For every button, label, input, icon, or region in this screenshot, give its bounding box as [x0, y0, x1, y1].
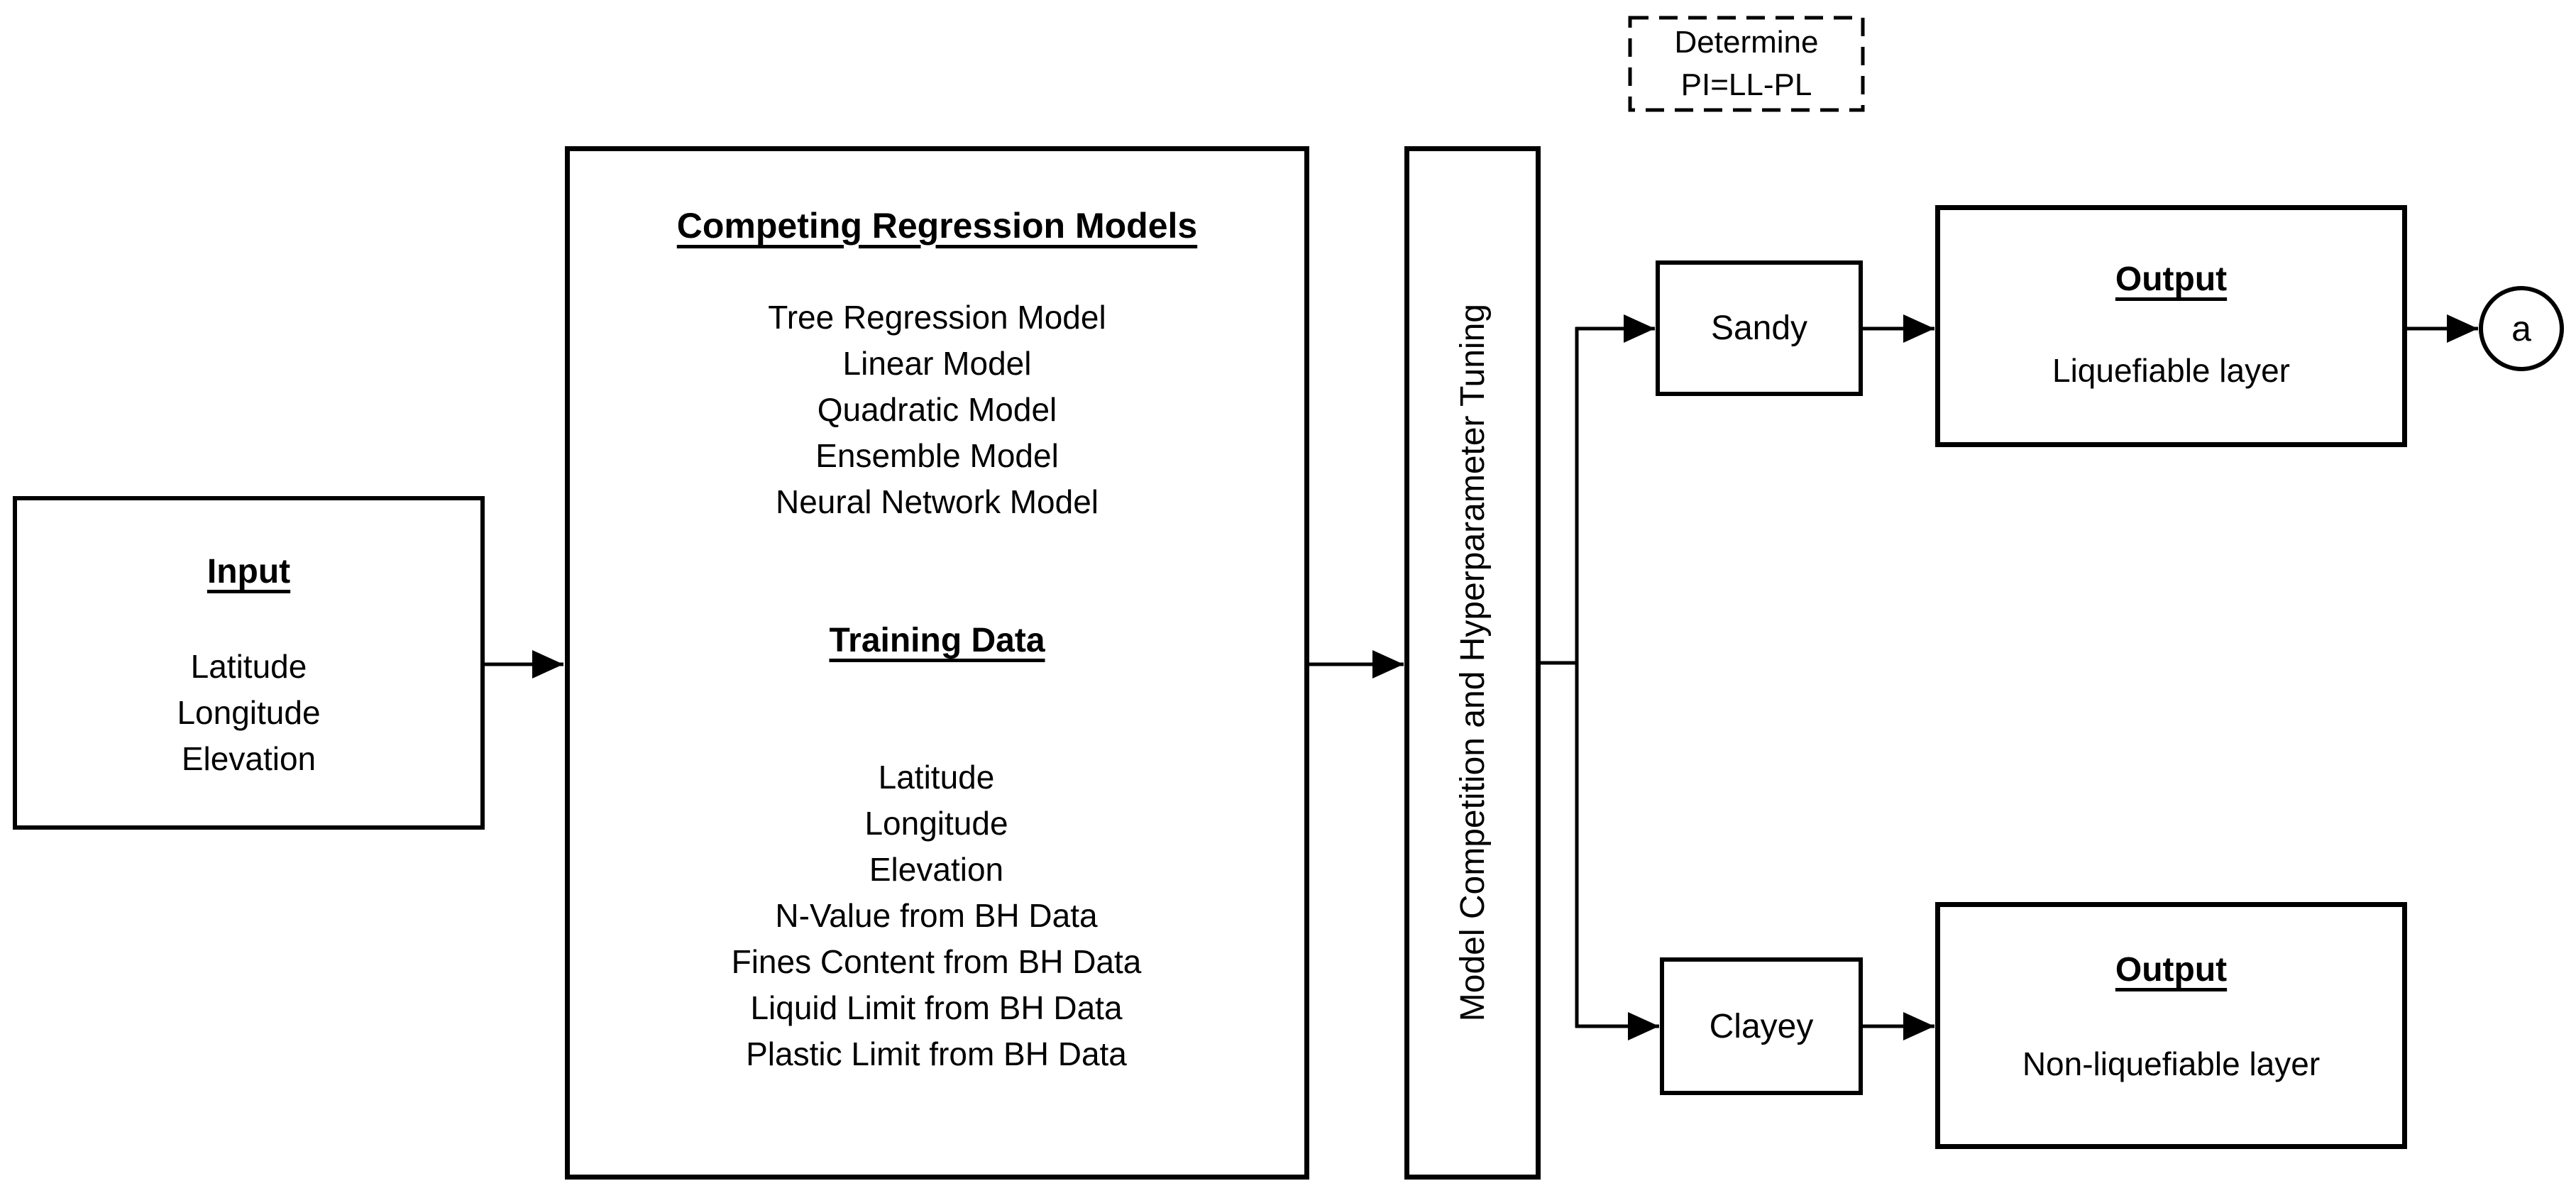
model-list: Tree Regression Model Linear Model Quadr…	[768, 295, 1106, 525]
connector-a-circle: a	[2479, 286, 2564, 371]
training-item-nvalue: N-Value from BH Data	[775, 897, 1098, 934]
input-box: Input Latitude Longitude Elevation	[13, 496, 485, 830]
model-item-neural: Neural Network Model	[775, 483, 1099, 520]
training-item-plastic-limit: Plastic Limit from BH Data	[746, 1035, 1127, 1072]
competing-models-box: Competing Regression Models Tree Regress…	[565, 146, 1309, 1180]
model-item-ensemble: Ensemble Model	[815, 437, 1059, 474]
training-item-latitude: Latitude	[878, 759, 995, 796]
determine-dashed-box	[1628, 16, 1865, 112]
determine-annotation: Determine PI=LL-PL	[1630, 18, 1863, 110]
competing-models-title: Competing Regression Models	[676, 206, 1198, 246]
sandy-box: Sandy	[1656, 260, 1863, 396]
output-liquefiable-title: Output	[2115, 260, 2228, 298]
determine-line1: Determine	[1674, 25, 1819, 60]
output-liquefiable-label: Liquefiable layer	[2052, 352, 2290, 389]
output-non-liquefiable-title: Output	[2115, 951, 2228, 989]
output-liquefiable-box: Output Liquefiable layer	[1935, 205, 2407, 447]
tuning-box: Model Competition and Hyperparameter Tun…	[1404, 146, 1541, 1180]
training-item-longitude: Longitude	[864, 805, 1008, 842]
output-non-liquefiable-box: Output Non-liquefiable layer	[1935, 902, 2407, 1149]
training-item-liquid-limit: Liquid Limit from BH Data	[750, 989, 1123, 1026]
training-data-title: Training Data	[829, 622, 1045, 659]
determine-line2: PI=LL-PL	[1680, 67, 1812, 102]
training-item-elevation: Elevation	[869, 851, 1004, 888]
input-items: Latitude Longitude Elevation	[177, 644, 320, 782]
training-item-fines: Fines Content from BH Data	[731, 943, 1142, 980]
input-item-longitude: Longitude	[177, 694, 321, 731]
connector-a-label: a	[2511, 309, 2531, 348]
sandy-label: Sandy	[1710, 309, 1808, 347]
tuning-label: Model Competition and Hyperparameter Tun…	[1453, 304, 1492, 1022]
model-item-tree: Tree Regression Model	[768, 299, 1106, 336]
input-title: Input	[207, 553, 291, 590]
input-item-latitude: Latitude	[190, 648, 307, 685]
input-item-elevation: Elevation	[181, 740, 317, 777]
output-non-liquefiable-label: Non-liquefiable layer	[2022, 1045, 2321, 1082]
model-item-quadratic: Quadratic Model	[817, 391, 1057, 428]
training-data-list: Latitude Longitude Elevation N-Value fro…	[588, 729, 1285, 1094]
clayey-label: Clayey	[1709, 1007, 1814, 1045]
clayey-box: Clayey	[1660, 957, 1863, 1095]
model-item-linear: Linear Model	[842, 345, 1032, 382]
